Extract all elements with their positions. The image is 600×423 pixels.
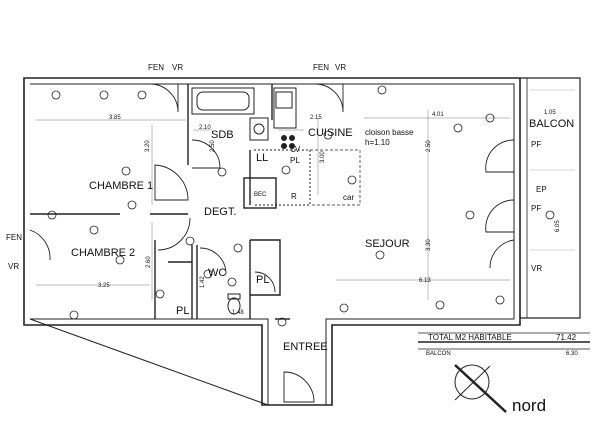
label-fen-top-left: FEN: [148, 63, 164, 72]
fixture-car: car: [343, 193, 355, 202]
label-vr-left: VR: [8, 262, 20, 271]
room-wc: WC: [208, 267, 227, 279]
door-pf-top: [485, 139, 515, 173]
door-bed1: [154, 164, 189, 201]
fixture-ep: EP: [536, 185, 547, 194]
dim-148: 1.48: [232, 310, 244, 316]
electrical-symbols: [47, 85, 555, 327]
dim-250-left: 2.50: [210, 140, 216, 152]
balcon-area-value: 6.30: [566, 351, 578, 357]
window-top-right: [314, 83, 344, 113]
dim-300: 3.00: [320, 151, 326, 163]
kitchen-counter: [254, 87, 311, 206]
label-fen-top-right: FEN: [313, 63, 329, 72]
room-sdb: SDB: [211, 129, 234, 141]
dim-105: 1.05: [544, 110, 556, 116]
washbasin: [249, 117, 269, 141]
dim-330: 3.30: [426, 239, 432, 251]
room-chambre-2: CHAMBRE 2: [71, 247, 136, 259]
label-vr-top-right: VR: [335, 63, 347, 72]
dim-142: 1.42: [200, 276, 206, 288]
cloison-line2: h=1.10: [365, 138, 390, 147]
room-entree: ENTREE: [283, 341, 328, 353]
low-partition: [310, 149, 361, 206]
outer-wall: [23, 77, 521, 406]
window-left: [29, 229, 51, 261]
fixture-bec: BEC: [254, 192, 267, 198]
label-fen-left: FEN: [6, 233, 22, 242]
fixture-r: R: [291, 192, 297, 201]
dim-385: 3.85: [109, 115, 121, 121]
balcony-outline: [520, 77, 581, 319]
bathtub: [191, 87, 255, 115]
door-pl: [254, 271, 276, 293]
toilet: [227, 293, 241, 315]
balcony-hatch: [530, 89, 575, 251]
fixture-pl-closet: PL: [256, 274, 270, 286]
fixture-pf-bottom: PF: [531, 204, 542, 213]
dim-320: 3.20: [145, 140, 151, 152]
dim-250-right: 2.50: [426, 140, 432, 152]
fixture-vr-right: VR: [531, 264, 543, 273]
door-wc: [199, 247, 227, 275]
door-bath: [191, 139, 221, 169]
total-m2-value: 71.42: [556, 333, 577, 342]
door-pf-bottom: [485, 199, 515, 233]
balcon-area-label: BALCON: [426, 351, 451, 357]
door-vr-right: [489, 239, 515, 269]
fixture-pl-kitchen: PL: [290, 156, 300, 165]
total-m2-label: TOTAL M2 HABITABLE: [428, 333, 512, 342]
dim-613: 6.13: [419, 278, 431, 284]
compass-symbol: [454, 364, 507, 413]
dim-605: 6.05: [555, 220, 561, 232]
fixture-ll: LL: [256, 152, 269, 164]
label-vr-top-left: VR: [172, 63, 184, 72]
room-chambre-1: CHAMBRE 1: [89, 180, 154, 192]
room-sejour: SEJOUR: [365, 238, 410, 250]
fixture-pl-bottom: PL: [176, 305, 190, 317]
cloison-line1: cloison basse: [365, 128, 414, 137]
fixture-pf-top: PF: [531, 140, 542, 149]
bec-box: [243, 177, 277, 209]
fixture-lv: LV: [291, 145, 301, 154]
wall-degt-wc: [191, 245, 198, 319]
room-degt: DEGT.: [204, 206, 237, 218]
room-cuisine: CUISINE: [308, 127, 353, 139]
dim-260: 2.60: [146, 256, 152, 268]
summary-table: [418, 332, 590, 350]
dim-210: 2.10: [199, 125, 211, 131]
room-balcon: BALCON: [529, 118, 575, 130]
compass-label: nord: [512, 396, 547, 415]
dim-325: 3.25: [98, 283, 110, 289]
window-top-left: [149, 83, 179, 113]
dim-401: 4.01: [432, 112, 444, 118]
outer-wall-inner: [29, 83, 515, 406]
door-bed2: [157, 217, 191, 251]
door-entry: [283, 371, 315, 403]
wall-pl-box: [250, 239, 281, 296]
dim-215: 2.15: [310, 115, 322, 121]
